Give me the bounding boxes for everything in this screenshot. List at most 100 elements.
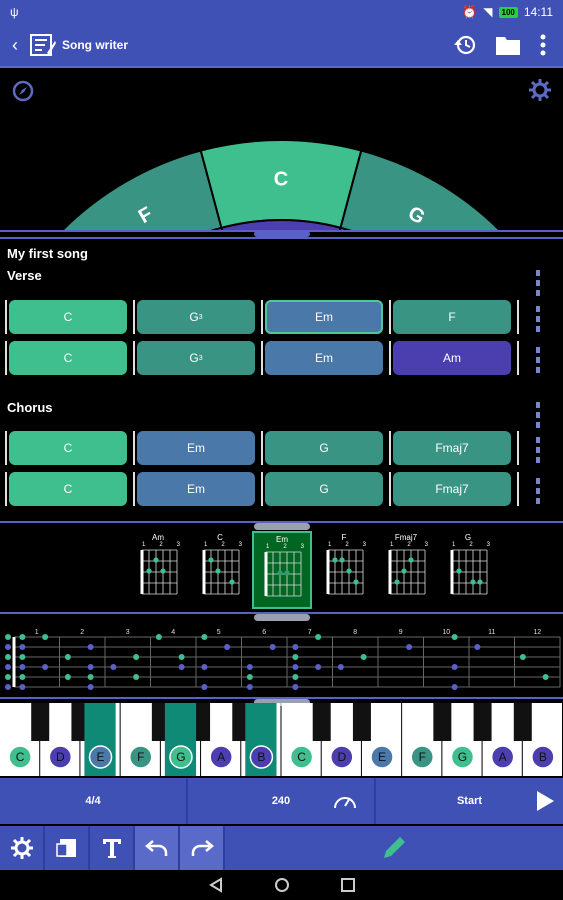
black-key[interactable] bbox=[192, 703, 211, 741]
chord-cell[interactable]: Em bbox=[137, 431, 255, 465]
chord-cell[interactable]: Em bbox=[265, 341, 383, 375]
resize-handle[interactable] bbox=[254, 523, 310, 530]
piano-note-label: A bbox=[499, 750, 507, 764]
fret-number: 1 bbox=[142, 542, 146, 548]
pencil-icon[interactable] bbox=[379, 833, 409, 863]
piano-note-marker bbox=[48, 745, 73, 769]
chord-cell[interactable]: C bbox=[9, 341, 127, 375]
fret-number: 3 bbox=[362, 542, 366, 548]
row-menu-icon[interactable] bbox=[534, 306, 542, 332]
section-label[interactable]: Verse bbox=[7, 268, 42, 283]
text-button[interactable] bbox=[90, 826, 135, 870]
chord-cell[interactable]: G bbox=[265, 472, 383, 506]
bar-line bbox=[5, 431, 7, 465]
tempo-value: 240 bbox=[271, 795, 291, 807]
more-vertical-icon[interactable] bbox=[539, 34, 547, 56]
bar-line bbox=[133, 431, 135, 465]
fret-number: 8 bbox=[353, 629, 357, 636]
song-title[interactable]: My first song bbox=[7, 246, 88, 261]
chord-cell[interactable]: C bbox=[9, 300, 127, 334]
section-menu-icon[interactable] bbox=[534, 270, 542, 296]
row-menu-icon[interactable] bbox=[534, 478, 542, 504]
tempo-button[interactable]: 240 bbox=[188, 778, 376, 824]
chevron-left-icon[interactable]: ‹ bbox=[12, 34, 18, 55]
fret-number: 3 bbox=[424, 542, 428, 548]
wheel-segment-em[interactable] bbox=[322, 226, 443, 230]
piano-note-marker bbox=[88, 745, 113, 769]
chord-cell[interactable]: G bbox=[265, 431, 383, 465]
row-menu-icon[interactable] bbox=[534, 437, 542, 463]
folder-icon[interactable] bbox=[495, 34, 521, 56]
fret-number: 3 bbox=[176, 542, 180, 548]
import-button[interactable] bbox=[45, 826, 90, 870]
piano-note-marker bbox=[169, 745, 193, 769]
piano-note-marker bbox=[209, 745, 233, 769]
chord-name: G bbox=[319, 482, 329, 496]
chord-name: Fmaj7 bbox=[435, 441, 469, 455]
bar-line bbox=[517, 431, 519, 465]
start-button[interactable]: Start bbox=[376, 778, 563, 824]
black-key[interactable] bbox=[513, 703, 532, 741]
chord-cell[interactable]: Am bbox=[393, 341, 511, 375]
redo-button[interactable] bbox=[180, 826, 225, 870]
section-label[interactable]: Chorus bbox=[7, 400, 53, 415]
piano-note-label: C bbox=[16, 750, 25, 764]
chord-name: C bbox=[63, 310, 73, 324]
black-key[interactable] bbox=[352, 703, 371, 741]
resize-handle[interactable] bbox=[254, 231, 310, 237]
chord-inversion: 3 bbox=[198, 354, 203, 362]
gear-icon[interactable] bbox=[528, 78, 552, 102]
circle-of-fifths[interactable]: FCGDmAmEmB°BbDG°F#° bbox=[0, 70, 563, 230]
chord-cell[interactable]: Em bbox=[265, 300, 383, 334]
play-icon bbox=[537, 791, 554, 811]
row-menu-icon[interactable] bbox=[534, 347, 542, 373]
settings-button[interactable] bbox=[0, 826, 45, 870]
chord-cell[interactable]: C bbox=[9, 431, 127, 465]
black-key[interactable] bbox=[312, 703, 331, 741]
gear-icon bbox=[10, 837, 33, 859]
chord-cell[interactable]: Fmaj7 bbox=[393, 431, 511, 465]
black-key[interactable] bbox=[473, 703, 492, 741]
piano-note-label: F bbox=[137, 750, 144, 764]
recents-square-icon[interactable] bbox=[340, 877, 356, 893]
chord-row: C Em G Fmaj7 bbox=[0, 429, 563, 467]
bar-line bbox=[133, 472, 135, 506]
home-circle-icon[interactable] bbox=[274, 877, 290, 893]
chord-name: C bbox=[63, 351, 73, 365]
fret-number: 12 bbox=[533, 629, 541, 636]
wheel-canvas[interactable]: FCGDmAmEmB°BbDG°F#° bbox=[0, 70, 563, 230]
resize-handle[interactable] bbox=[254, 699, 310, 706]
fret-number: 1 bbox=[204, 542, 208, 548]
chord-cell[interactable]: C bbox=[9, 472, 127, 506]
compass-icon[interactable] bbox=[12, 80, 34, 102]
history-icon[interactable] bbox=[453, 33, 477, 57]
resize-handle[interactable] bbox=[254, 614, 310, 621]
chord-cell[interactable]: Fmaj7 bbox=[393, 472, 511, 506]
back-triangle-icon[interactable] bbox=[208, 877, 224, 893]
time-signature-button[interactable]: 4/4 bbox=[0, 778, 188, 824]
black-key[interactable] bbox=[31, 703, 50, 741]
undo-button[interactable] bbox=[135, 826, 180, 870]
fret-number: 9 bbox=[399, 629, 403, 636]
chord-name: Fmaj7 bbox=[435, 482, 469, 496]
wheel-segment-g[interactable] bbox=[339, 149, 501, 230]
section-menu-icon[interactable] bbox=[534, 402, 542, 428]
status-bar: ψ ⏰ ◥ 100 14:11 bbox=[0, 0, 563, 24]
black-key[interactable] bbox=[433, 703, 452, 741]
chord-cell[interactable]: Em bbox=[137, 472, 255, 506]
chord-cell[interactable]: F bbox=[393, 300, 511, 334]
piano-note-marker bbox=[129, 745, 153, 769]
